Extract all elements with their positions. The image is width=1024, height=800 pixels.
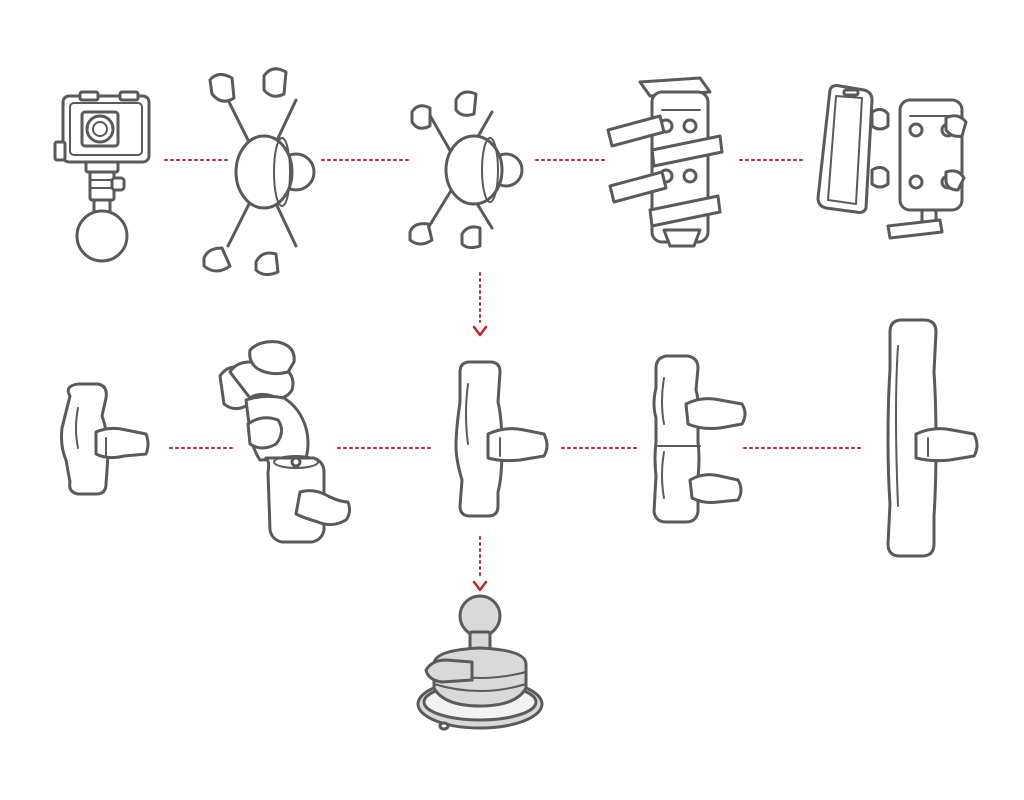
long-double-socket-arm-icon (886, 318, 979, 558)
x-grip-large-holder-icon (202, 67, 316, 277)
action-camera-ball-adapter-icon (53, 90, 151, 263)
twist-lock-suction-cup-base-icon (416, 594, 544, 731)
composite-double-socket-arm-icon (652, 354, 747, 524)
tough-claw-knob-arm-icon (218, 340, 352, 544)
phone-in-quick-grip-holder-icon (816, 84, 968, 240)
x-grip-small-holder-icon (408, 90, 524, 250)
arrowhead-down-2 (472, 580, 488, 592)
medium-double-socket-arm-icon (454, 360, 549, 518)
arrowhead-down-1 (472, 325, 488, 337)
connector-lines (164, 159, 861, 592)
quick-grip-spring-holder-icon (606, 76, 724, 248)
short-double-socket-arm-icon (60, 382, 150, 496)
